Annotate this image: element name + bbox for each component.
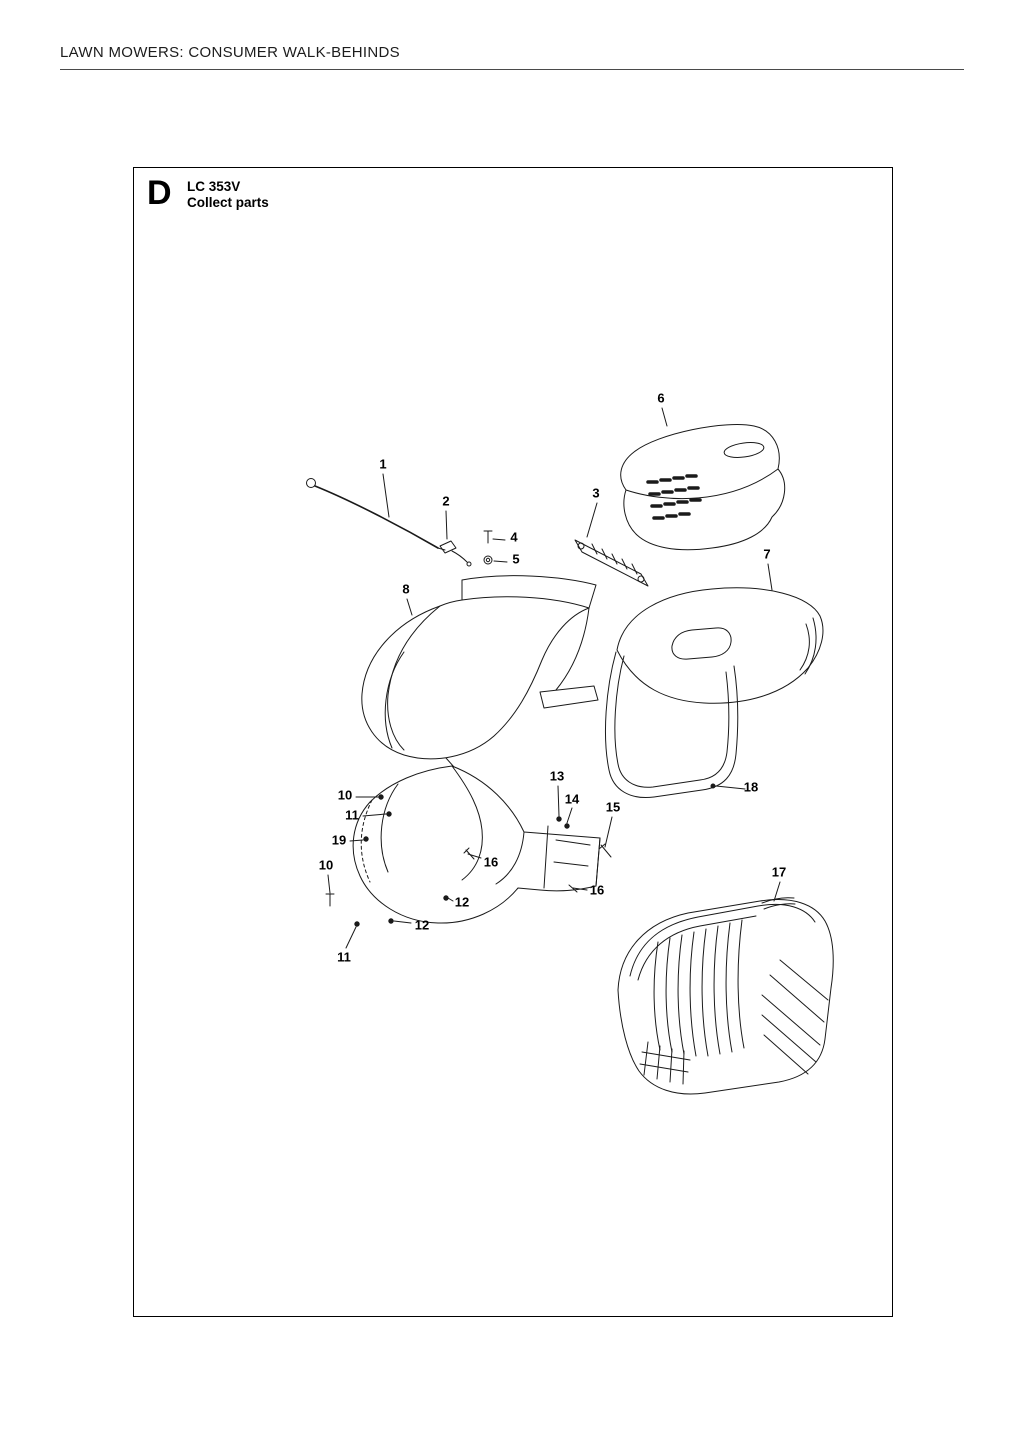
figure-box — [133, 167, 893, 1317]
part-3-slatted-plate — [574, 539, 649, 587]
part-1-wire-rod — [306, 478, 446, 551]
part-6-lid — [620, 424, 786, 551]
figure-subtitle: Collect parts — [187, 195, 269, 210]
part-17-grass-basket — [617, 897, 834, 1095]
leader-lines — [327, 407, 781, 949]
part-4-screw — [483, 530, 493, 544]
section-letter: D — [147, 174, 172, 212]
header-divider — [60, 69, 964, 70]
part-2-clip — [439, 540, 472, 567]
part-5-washer — [483, 555, 493, 565]
part-lower-chute — [352, 757, 601, 924]
part-7-bag-frame — [604, 587, 824, 799]
fasteners-lower — [325, 794, 612, 927]
part-8-upper-chute — [361, 575, 599, 760]
page-title: LAWN MOWERS: CONSUMER WALK-BEHINDS — [60, 44, 400, 61]
model-label: LC 353V — [187, 179, 241, 194]
